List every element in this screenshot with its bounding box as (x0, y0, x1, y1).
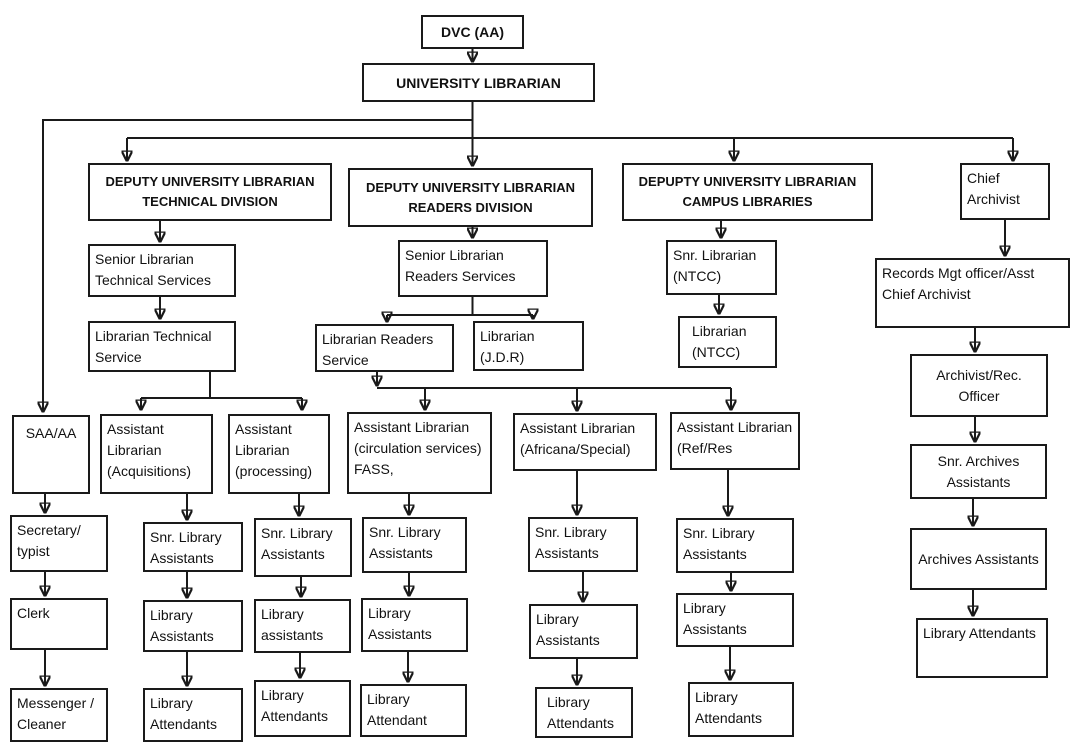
org-node-snr-library-assistants-acq: Snr. Library Assistants (143, 522, 243, 572)
org-node-librarian-jdr: Librarian (J.D.R) (473, 321, 584, 371)
org-node-librarian-ntcc: Librarian (NTCC) (678, 316, 777, 368)
org-node-library-assistants-acq: Library Assistants (143, 600, 243, 652)
org-node-chief-archivist: Chief Archivist (960, 163, 1050, 220)
org-node-snr-archives-assistants: Snr. Archives Assistants (910, 444, 1047, 499)
org-node-library-attendants-afr: Library Attendants (535, 687, 633, 738)
org-node-deputy-librarian-technical: DEPUTY UNIVERSITY LIBRARIAN TECHNICAL DI… (88, 163, 332, 221)
org-node-deputy-librarian-readers: DEPUTY UNIVERSITY LIBRARIAN READERS DIVI… (348, 168, 593, 227)
org-node-assistant-librarian-africana: Assistant Librarian (Africana/Special) (513, 413, 657, 471)
org-node-library-attendants-proc: Library Attendants (254, 680, 351, 737)
org-node-librarian-readers: Librarian Readers Service (315, 324, 454, 372)
org-node-library-attendants-acq: Library Attendants (143, 688, 243, 742)
org-node-university-librarian: UNIVERSITY LIBRARIAN (362, 63, 595, 102)
org-node-snr-library-assistants-afr: Snr. Library Assistants (528, 517, 638, 572)
org-node-library-assistants-circ: Library Assistants (361, 598, 468, 652)
org-node-library-assistants-afr: Library Assistants (529, 604, 638, 659)
org-node-library-attendants-archives: Library Attendants (916, 618, 1048, 678)
org-node-deputy-librarian-campus: DEPUPTY UNIVERSITY LIBRARIAN CAMPUS LIBR… (622, 163, 873, 221)
org-node-snr-library-assistants-ref: Snr. Library Assistants (676, 518, 794, 573)
org-node-library-assistants-proc: Library assistants (254, 599, 351, 653)
org-node-librarian-technical: Librarian Technical Service (88, 321, 236, 372)
org-node-senior-librarian-readers: Senior Librarian Readers Services (398, 240, 548, 297)
org-node-snr-librarian-ntcc: Snr. Librarian (NTCC) (666, 240, 777, 295)
org-node-library-assistants-ref: Library Assistants (676, 593, 794, 647)
org-node-archives-assistants: Archives Assistants (910, 528, 1047, 590)
org-node-library-attendants-ref: Library Attendants (688, 682, 794, 737)
org-node-messenger-cleaner: Messenger / Cleaner (10, 688, 108, 742)
org-node-archivist-rec-officer: Archivist/Rec. Officer (910, 354, 1048, 417)
org-node-senior-librarian-technical: Senior Librarian Technical Services (88, 244, 236, 297)
org-node-assistant-librarian-circulation: Assistant Librarian (circulation service… (347, 412, 492, 494)
org-node-assistant-librarian-acquisitions: Assistant Librarian (Acquisitions) (100, 414, 213, 494)
org-node-saa-aa: SAA/AA (12, 415, 90, 494)
org-node-library-attendant-circ: Library Attendant (360, 684, 467, 737)
org-node-clerk: Clerk (10, 598, 108, 650)
org-node-snr-library-assistants-proc: Snr. Library Assistants (254, 518, 352, 577)
org-node-assistant-librarian-ref-res: Assistant Librarian (Ref/Res (670, 412, 800, 470)
org-node-assistant-librarian-processing: Assistant Librarian (processing) (228, 414, 330, 494)
org-node-snr-library-assistants-circ: Snr. Library Assistants (362, 517, 467, 573)
org-node-secretary-typist: Secretary/ typist (10, 515, 108, 572)
org-node-dvc: DVC (AA) (421, 15, 524, 49)
org-node-records-mgt-officer: Records Mgt officer/Asst Chief Archivist (875, 258, 1070, 328)
